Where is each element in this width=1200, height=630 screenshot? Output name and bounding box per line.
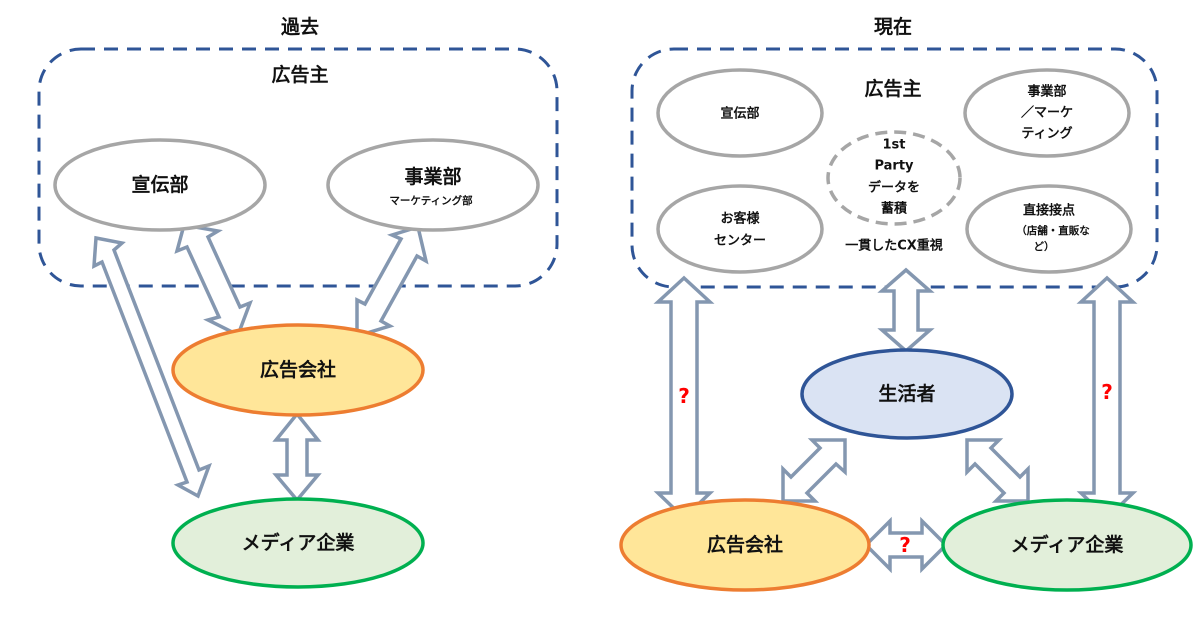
past-media-company-label: メディア企業 [242, 531, 356, 554]
present-advertiser-label: 広告主 [864, 77, 921, 100]
past-panel: 過去 広告主 宣伝部 事業部 マーケティング部 広告会社 メディア企業 [37, 15, 559, 589]
present-customer-center-node [656, 184, 824, 274]
present-first-party-data-node [826, 130, 962, 226]
past-business-dept-sublabel: マーケティング部 [389, 194, 473, 207]
past-arrow-agency-media [272, 411, 322, 503]
present-first-party-line1: 1st [883, 138, 906, 153]
past-ad-agency-label: 広告会社 [260, 358, 336, 381]
present-title: 現在 [874, 15, 912, 38]
present-arrow-consumer-agency [781, 438, 847, 503]
present-arrow-advertiser-consumer [877, 267, 935, 354]
present-consumer-label: 生活者 [878, 382, 935, 405]
present-arrow-consumer-media [965, 438, 1030, 503]
present-question-advertiser-agency: ? [678, 384, 690, 408]
present-media-company-node [941, 498, 1193, 592]
past-title: 過去 [281, 15, 319, 38]
present-question-agency-media: ? [899, 533, 911, 557]
past-arrow-business-agency [355, 224, 429, 339]
present-direct-touchpoint-node [965, 184, 1133, 274]
present-pr-dept-node [656, 68, 824, 158]
present-first-party-line4: 蓄積 [881, 201, 908, 217]
past-arrow-pr-media [92, 235, 212, 499]
present-cx-focus-label: 一貫したCX重視 [845, 238, 943, 254]
present-customer-center-line1: お客様 [720, 211, 760, 227]
present-business-dept-line2: ／マーケ [1021, 105, 1073, 121]
present-direct-touchpoint-sub1: （店舗・直販な [1016, 224, 1090, 237]
present-direct-touchpoint-sub2: ど） [1034, 240, 1055, 253]
present-first-party-line2: Party [874, 159, 914, 174]
present-ad-agency-label: 広告会社 [707, 533, 783, 556]
past-advertiser-group-box [37, 47, 559, 288]
present-business-dept-line1: 事業部 [1027, 84, 1066, 100]
past-advertiser-label: 広告主 [271, 63, 328, 86]
past-ad-agency-node [171, 323, 425, 417]
past-media-company-node [171, 497, 425, 589]
past-pr-dept-label: 宣伝部 [131, 173, 188, 196]
present-direct-touchpoint-label: 直接接点 [1023, 203, 1075, 219]
present-business-dept-node [963, 68, 1131, 158]
present-panel: 現在 ? ? ? 広告主 宣伝部 事業部 ／マーケ ティング お客様 センター … [619, 15, 1193, 592]
present-question-advertiser-media: ? [1101, 380, 1113, 404]
past-pr-dept-node [53, 138, 267, 232]
present-pr-dept-label: 宣伝部 [720, 106, 759, 122]
present-customer-center-line2: センター [714, 234, 766, 249]
present-consumer-node [800, 348, 1014, 440]
present-ad-agency-node [619, 498, 871, 592]
past-business-dept-label: 事業部 [404, 165, 461, 188]
present-media-company-label: メディア企業 [1011, 533, 1125, 556]
present-first-party-line3: データを [868, 180, 920, 196]
past-business-dept-node [326, 138, 540, 232]
present-business-dept-line3: ティング [1021, 126, 1072, 142]
past-arrow-pr-agency [174, 222, 254, 338]
